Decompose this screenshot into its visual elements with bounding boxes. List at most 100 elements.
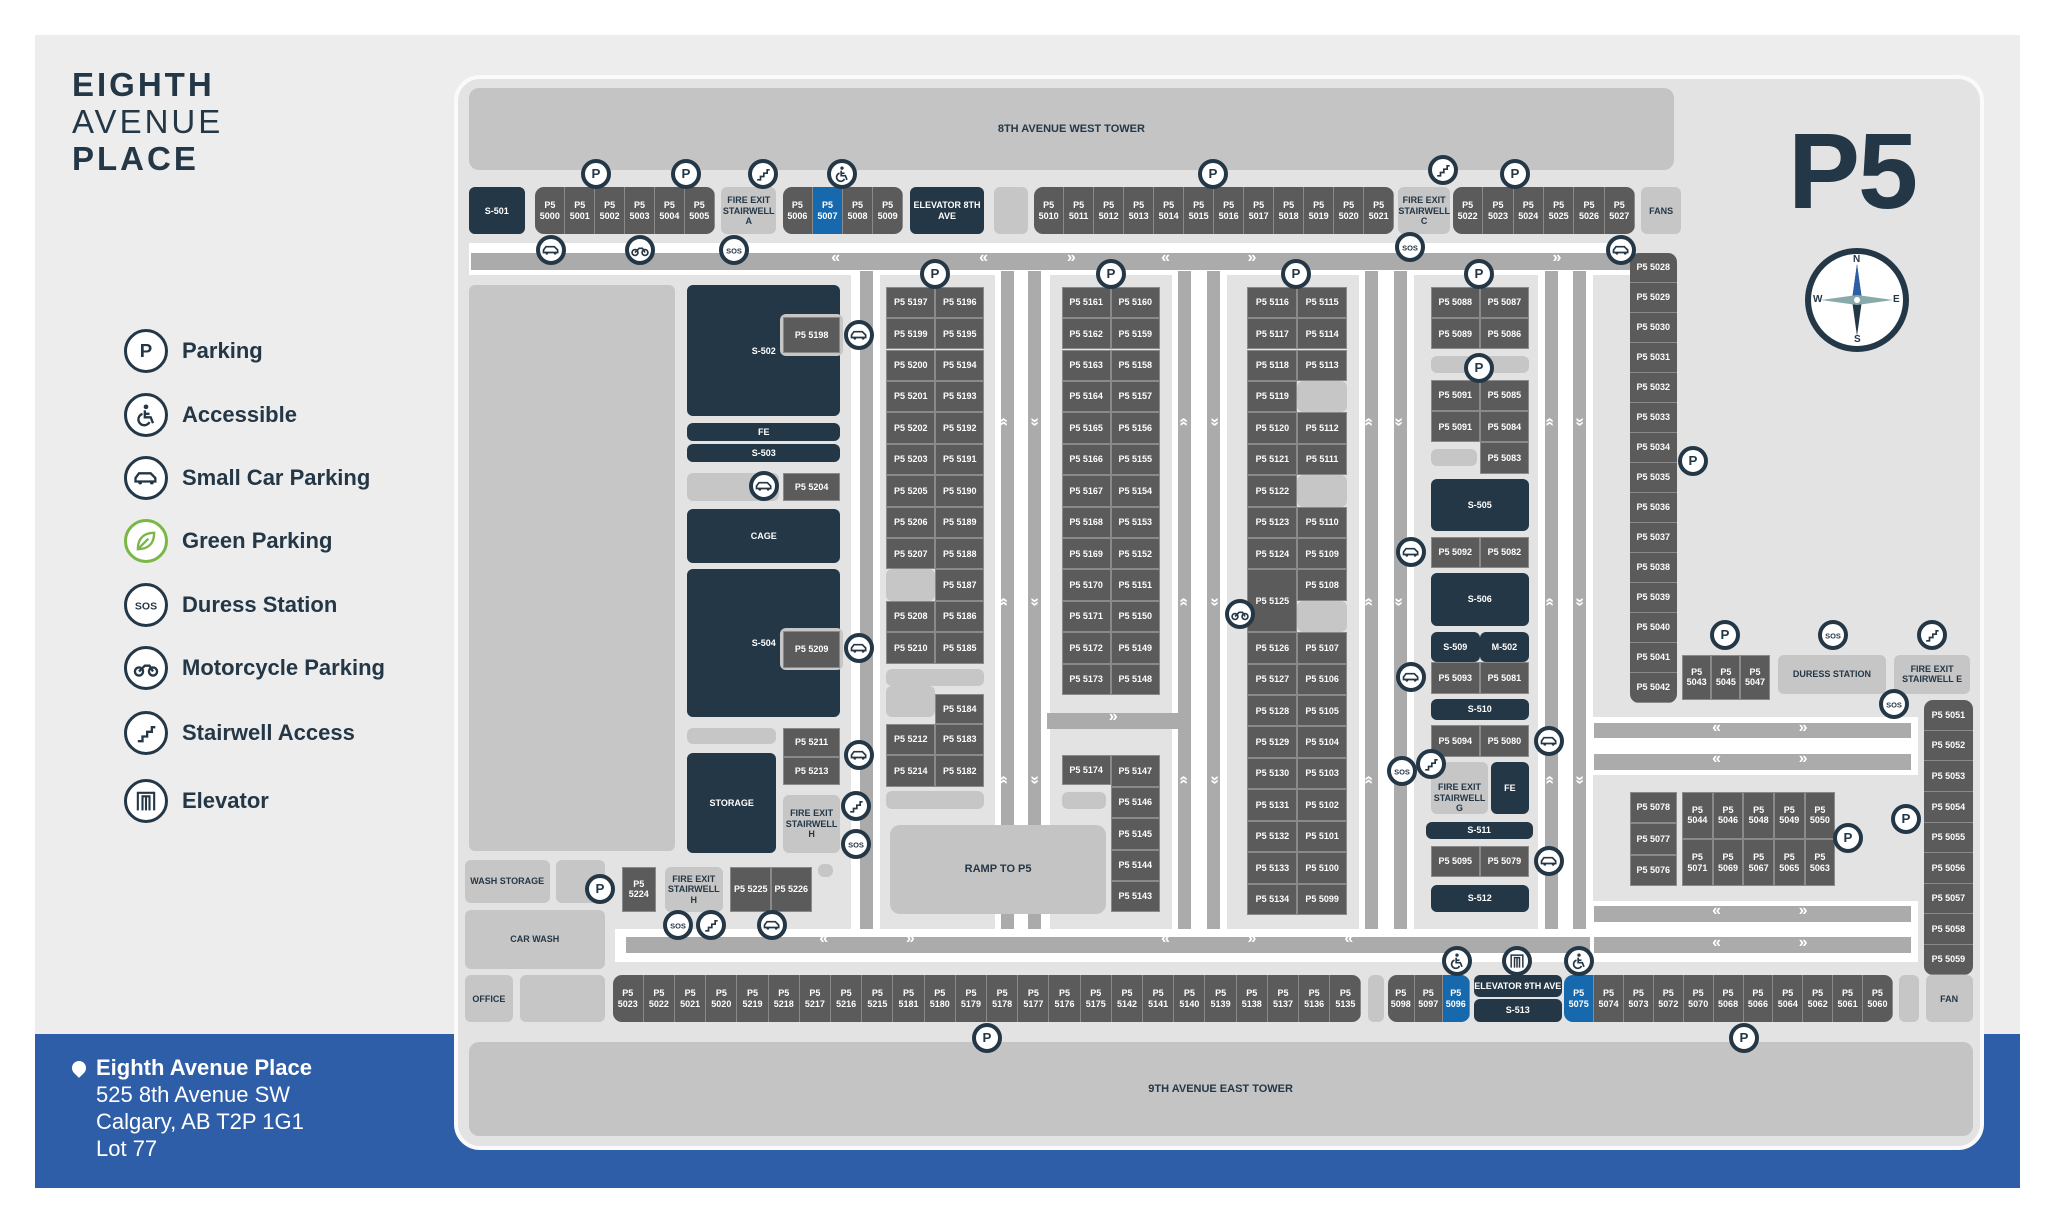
parking-stall[interactable]: P5 5002: [595, 187, 626, 235]
parking-stall[interactable]: P5 5030: [1629, 312, 1677, 343]
parking-stall[interactable]: P5 5039: [1629, 582, 1677, 613]
small-car-pin-icon[interactable]: [1533, 725, 1564, 756]
parking-stall[interactable]: P5 5099: [1297, 883, 1347, 915]
parking-stall[interactable]: P5 5100: [1297, 852, 1347, 884]
parking-stall[interactable]: P5 5145: [1110, 818, 1160, 850]
parking-stall[interactable]: P5 5081: [1479, 662, 1529, 694]
parking-stall[interactable]: P5 5207: [886, 537, 936, 570]
parking-stall[interactable]: P5 5075: [1564, 975, 1595, 1023]
parking-pin-icon[interactable]: P: [670, 159, 701, 190]
stairs-pin-icon[interactable]: [1415, 749, 1446, 780]
parking-stall[interactable]: P5 5091: [1430, 379, 1480, 412]
parking-stall[interactable]: P5 5067: [1743, 839, 1774, 887]
parking-stall[interactable]: P5 5021: [1364, 187, 1395, 235]
parking-stall[interactable]: P5 5013: [1124, 187, 1155, 235]
parking-stall[interactable]: P5 5131: [1247, 789, 1298, 821]
parking-stall[interactable]: P5 5051: [1924, 700, 1973, 731]
parking-stall[interactable]: P5 5195: [935, 318, 985, 350]
parking-stall[interactable]: P5 5216: [831, 975, 863, 1023]
parking-stall[interactable]: P5 5143: [1110, 880, 1160, 913]
parking-pin-icon[interactable]: P: [580, 159, 611, 190]
parking-stall[interactable]: P5 5113: [1297, 349, 1347, 381]
parking-stall[interactable]: P5 5188: [935, 537, 985, 570]
parking-pin-icon[interactable]: P: [1833, 822, 1864, 853]
parking-stall[interactable]: P5 5161: [1061, 286, 1111, 319]
parking-stall[interactable]: P5 5114: [1297, 318, 1347, 350]
parking-stall[interactable]: P5 5168: [1061, 506, 1111, 538]
parking-stall[interactable]: P5 5072: [1653, 975, 1684, 1023]
small-car-pin-icon[interactable]: [1396, 537, 1427, 568]
parking-stall[interactable]: P5 5150: [1110, 600, 1160, 633]
parking-stall[interactable]: P5 5212: [886, 723, 936, 756]
parking-stall[interactable]: P5 5008: [843, 187, 874, 235]
parking-stall[interactable]: P5 5012: [1094, 187, 1125, 235]
parking-stall[interactable]: P5 5049: [1773, 791, 1805, 840]
parking-pin-icon[interactable]: P: [1198, 159, 1229, 190]
parking-stall[interactable]: P5 5068: [1713, 975, 1744, 1023]
parking-stall[interactable]: P5 5166: [1061, 443, 1111, 476]
parking-stall[interactable]: P5 5121: [1247, 443, 1298, 476]
parking-stall[interactable]: P5 5217: [799, 975, 832, 1023]
parking-stall[interactable]: P5 5129: [1247, 726, 1298, 758]
parking-stall[interactable]: P5 5023: [1483, 187, 1514, 235]
sos-pin-icon[interactable]: SOS: [1394, 232, 1425, 263]
parking-stall[interactable]: P5 5059: [1924, 944, 1973, 976]
parking-stall[interactable]: P5 5026: [1574, 187, 1605, 235]
parking-pin-icon[interactable]: P: [1890, 804, 1921, 835]
parking-stall[interactable]: P5 5019: [1304, 187, 1335, 235]
parking-stall[interactable]: P5 5056: [1924, 853, 1973, 884]
parking-stall[interactable]: P5 5025: [1543, 187, 1575, 235]
parking-stall[interactable]: P5 5174: [1061, 755, 1111, 786]
parking-stall[interactable]: P5 5029: [1629, 282, 1677, 313]
parking-stall[interactable]: P5 5028: [1629, 252, 1677, 283]
sos-pin-icon[interactable]: SOS: [1817, 619, 1848, 650]
parking-stall[interactable]: P5 5040: [1629, 612, 1677, 643]
parking-stall[interactable]: P5 5009: [873, 187, 904, 235]
parking-stall[interactable]: P5 5064: [1773, 975, 1804, 1023]
parking-stall[interactable]: P5 5045: [1711, 654, 1741, 701]
parking-stall[interactable]: P5 5079: [1479, 845, 1529, 878]
parking-stall[interactable]: P5 5191: [935, 443, 985, 476]
parking-stall[interactable]: P5 5017: [1244, 187, 1275, 235]
parking-stall[interactable]: P5 5109: [1297, 537, 1347, 570]
sos-pin-icon[interactable]: SOS: [719, 235, 750, 266]
parking-pin-icon[interactable]: P: [1710, 619, 1741, 650]
parking-stall[interactable]: P5 5071: [1682, 839, 1713, 887]
parking-stall[interactable]: P5 5000: [535, 187, 566, 235]
parking-stall[interactable]: P5 5023: [612, 975, 644, 1023]
parking-stall[interactable]: P5 5187: [935, 569, 985, 601]
parking-stall[interactable]: P5 5060: [1863, 975, 1893, 1023]
parking-stall[interactable]: P5 5020: [1334, 187, 1365, 235]
parking-stall[interactable]: P5 5077: [1629, 823, 1677, 855]
parking-stall[interactable]: P5 5139: [1205, 975, 1237, 1023]
parking-stall[interactable]: P5 5076: [1629, 854, 1677, 887]
parking-stall[interactable]: P5 5185: [935, 632, 985, 664]
motorcycle-pin-icon[interactable]: [625, 235, 656, 266]
parking-pin-icon[interactable]: P: [1096, 258, 1127, 289]
parking-stall[interactable]: P5 5066: [1743, 975, 1774, 1023]
parking-stall[interactable]: P5 5214: [886, 755, 936, 787]
parking-stall[interactable]: P5 5178: [987, 975, 1019, 1023]
parking-stall[interactable]: P5 5215: [862, 975, 894, 1023]
small-car-pin-icon[interactable]: [1605, 235, 1636, 266]
parking-stall[interactable]: P5 5147: [1110, 755, 1160, 787]
parking-stall[interactable]: P5 5110: [1297, 506, 1347, 538]
parking-stall[interactable]: P5 5020: [706, 975, 738, 1023]
parking-stall[interactable]: P5 5186: [935, 600, 985, 633]
stairs-pin-icon[interactable]: [1427, 155, 1458, 186]
parking-stall[interactable]: P5 5101: [1297, 820, 1347, 853]
parking-stall[interactable]: P5 5062: [1803, 975, 1834, 1023]
parking-stall[interactable]: P5 5204: [782, 472, 841, 502]
parking-stall[interactable]: P5 5087: [1479, 286, 1529, 319]
parking-stall[interactable]: P5 5157: [1110, 380, 1160, 413]
parking-stall[interactable]: P5 5144: [1110, 849, 1160, 881]
parking-stall[interactable]: P5 5070: [1683, 975, 1714, 1023]
parking-stall[interactable]: P5 5015: [1184, 187, 1215, 235]
parking-stall[interactable]: P5 5153: [1110, 506, 1160, 538]
parking-stall[interactable]: P5 5128: [1247, 695, 1298, 727]
parking-stall[interactable]: P5 5001: [565, 187, 596, 235]
parking-stall[interactable]: P5 5084: [1479, 411, 1529, 443]
small-car-pin-icon[interactable]: [1396, 661, 1427, 692]
parking-stall[interactable]: P5 5057: [1924, 883, 1973, 915]
parking-stall[interactable]: P5 5141: [1143, 975, 1175, 1023]
